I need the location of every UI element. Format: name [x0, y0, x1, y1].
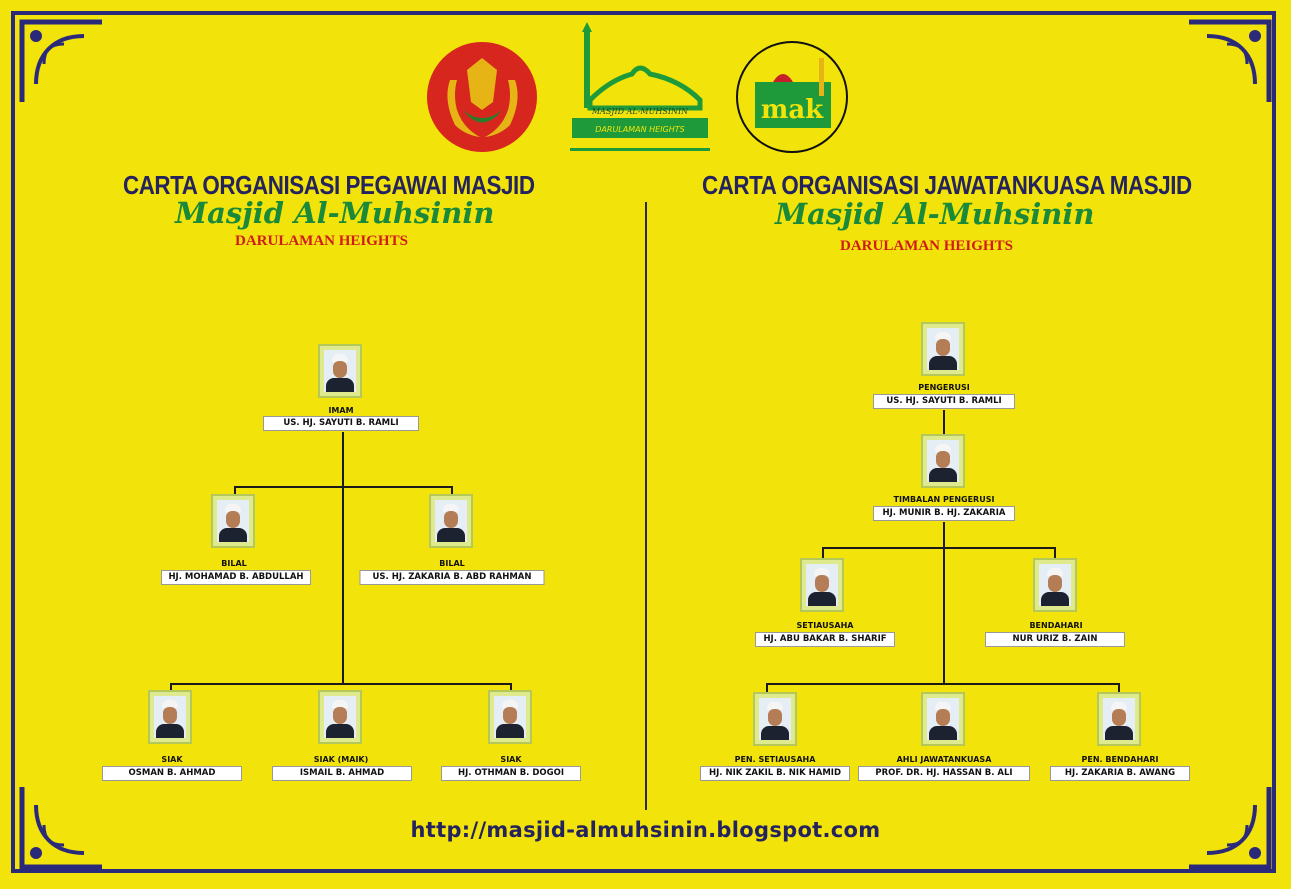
- member-photo: [1033, 558, 1077, 612]
- member-role: BENDAHARI: [1029, 621, 1083, 630]
- member-role: BILAL: [221, 559, 247, 568]
- connector-line: [510, 683, 512, 692]
- connector-line: [943, 410, 945, 434]
- member-photo: [318, 690, 362, 744]
- poster-frame: [11, 11, 1276, 873]
- connector-line: [943, 522, 945, 685]
- member-name: NUR URIZ B. ZAIN: [985, 632, 1125, 647]
- connector-line: [170, 683, 512, 685]
- member-name: US. HJ. SAYUTI B. RAMLI: [873, 394, 1015, 409]
- right-chart-title: CARTA ORGANISASI JAWATANKUASA MASJID: [702, 170, 1192, 200]
- member-name: HJ. NIK ZAKIL B. NIK HAMID: [700, 766, 850, 781]
- connector-line: [170, 683, 172, 692]
- member-role: SIAK: [500, 755, 522, 764]
- mosque-logo: MASJID AL-MUHSININ DARULAMAN HEIGHTS: [570, 22, 710, 151]
- connector-line: [1118, 683, 1120, 692]
- member-name: HJ. OTHMAN B. DOGOI: [441, 766, 581, 781]
- member-role: PEN. BENDAHARI: [1081, 755, 1159, 764]
- member-role: SIAK (MAIK): [313, 755, 369, 764]
- member-photo: [921, 692, 965, 746]
- member-role: BILAL: [439, 559, 465, 568]
- member-role: TIMBALAN PENGERUSI: [893, 495, 995, 504]
- center-divider: [645, 202, 647, 810]
- member-photo: [429, 494, 473, 548]
- connector-line: [342, 432, 344, 685]
- member-photo: [211, 494, 255, 548]
- connector-line: [766, 683, 768, 692]
- member-photo: [318, 344, 362, 398]
- member-photo: [488, 690, 532, 744]
- state-crest-logo: [427, 42, 537, 152]
- member-name: US. HJ. SAYUTI B. RAMLI: [263, 416, 419, 431]
- member-name: PROF. DR. HJ. HASSAN B. ALI: [858, 766, 1030, 781]
- svg-text:DARULAMAN HEIGHTS: DARULAMAN HEIGHTS: [595, 125, 685, 134]
- member-photo: [921, 322, 965, 376]
- ornament-corner-bottom-right: [1189, 787, 1272, 870]
- ornament-corner-top-right: [1189, 19, 1272, 102]
- connector-line: [822, 547, 824, 559]
- left-place-name: DARULAMAN HEIGHTS: [235, 233, 408, 249]
- connector-line: [822, 547, 1056, 549]
- connector-line: [234, 486, 452, 488]
- member-role: SIAK: [161, 755, 183, 764]
- right-place-name: DARULAMAN HEIGHTS: [840, 238, 1013, 254]
- left-mosque-name: Masjid Al-Muhsinin: [175, 196, 495, 230]
- member-role: IMAM: [328, 406, 354, 415]
- member-name: OSMAN B. AHMAD: [102, 766, 242, 781]
- svg-text:mak: mak: [761, 95, 824, 125]
- member-photo: [753, 692, 797, 746]
- member-name: ISMAIL B. AHMAD: [272, 766, 412, 781]
- connector-line: [451, 486, 453, 496]
- member-name: HJ. MOHAMAD B. ABDULLAH: [161, 570, 311, 585]
- member-name: HJ. ZAKARIA B. AWANG: [1050, 766, 1190, 781]
- connector-line: [766, 683, 1120, 685]
- member-photo: [1097, 692, 1141, 746]
- member-photo: [148, 690, 192, 744]
- member-role: AHLI JAWATANKUASA: [896, 755, 992, 764]
- ornament-corner-bottom-left: [19, 787, 102, 870]
- left-chart-title: CARTA ORGANISASI PEGAWAI MASJID: [123, 170, 535, 200]
- right-mosque-name: Masjid Al-Muhsinin: [775, 197, 1095, 231]
- connector-line: [234, 486, 236, 496]
- member-name: HJ. MUNIR B. HJ. ZAKARIA: [873, 506, 1015, 521]
- member-name: HJ. ABU BAKAR B. SHARIF: [755, 632, 895, 647]
- svg-text:MASJID AL-MUHSININ: MASJID AL-MUHSININ: [591, 107, 689, 116]
- member-role: PEN. SETIAUSAHA: [734, 755, 816, 764]
- mak-logo: mak: [736, 41, 848, 153]
- member-role: PENGERUSI: [918, 383, 970, 392]
- member-photo: [921, 434, 965, 488]
- connector-line: [1054, 547, 1056, 559]
- member-role: SETIAUSAHA: [796, 621, 854, 630]
- member-photo: [800, 558, 844, 612]
- footer-url: http://masjid-almuhsinin.blogspot.com: [410, 818, 881, 842]
- ornament-corner-top-left: [19, 19, 102, 102]
- member-name: US. HJ. ZAKARIA B. ABD RAHMAN: [359, 570, 545, 585]
